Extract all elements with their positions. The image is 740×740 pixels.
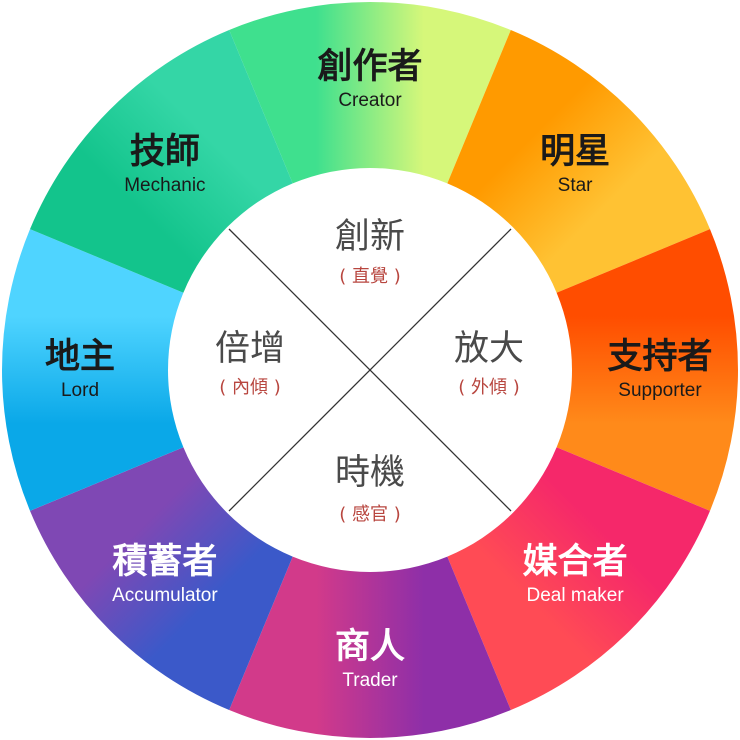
segment-deal-maker-cn-label: 媒合者: [523, 542, 628, 582]
segment-creator: [229, 2, 511, 186]
segment-creator-cn-label: 創作者: [317, 47, 422, 87]
segment-trader-en-label: Trader: [342, 670, 398, 691]
segment-deal-maker-en-label: Deal maker: [527, 585, 625, 606]
segment-creator-en-label: Creator: [338, 90, 402, 111]
segment-trader: [229, 554, 511, 738]
quadrant-bottom-subtitle: ( 感官 ): [339, 504, 401, 525]
divider-line-2: [228, 228, 512, 512]
labels-layer: 創作者 Creator 明星 Star 支持者 Supporter 媒合者 Deal make…: [45, 47, 713, 691]
segment-accumulator-en-label: Accumulator: [112, 585, 218, 606]
segment-star-cn-label: 明星: [540, 132, 610, 172]
segment-supporter: [554, 229, 738, 511]
center-circle: 創新 ( 直覺 ) 放大 ( 外傾 ) 時機 ( 感官 ) 倍增 ( 內傾 ): [168, 168, 572, 572]
quadrant-right-title: 放大: [454, 329, 524, 369]
quadrant-left-title: 倍增: [215, 329, 285, 369]
quadrant-left-subtitle: ( 內傾 ): [219, 377, 281, 398]
segment-lord: [2, 229, 186, 511]
segment-lord-en-label: Lord: [61, 380, 99, 401]
segment-supporter-en-label: Supporter: [618, 380, 702, 401]
segment-lord-cn-label: 地主: [45, 337, 115, 377]
quadrant-right-subtitle: ( 外傾 ): [458, 377, 520, 398]
segment-star-en-label: Star: [558, 175, 594, 196]
segment-mechanic-cn-label: 技師: [130, 132, 200, 172]
segment-mechanic-en-label: Mechanic: [124, 175, 205, 196]
segment-accumulator-cn-label: 積蓄者: [112, 542, 217, 582]
segment-supporter-cn-label: 支持者: [607, 337, 712, 377]
quadrant-top-subtitle: ( 直覺 ): [339, 266, 401, 287]
segment-trader-cn-label: 商人: [335, 627, 405, 667]
quadrant-top-title: 創新: [335, 217, 405, 257]
quadrant-bottom-title: 時機: [335, 453, 405, 493]
